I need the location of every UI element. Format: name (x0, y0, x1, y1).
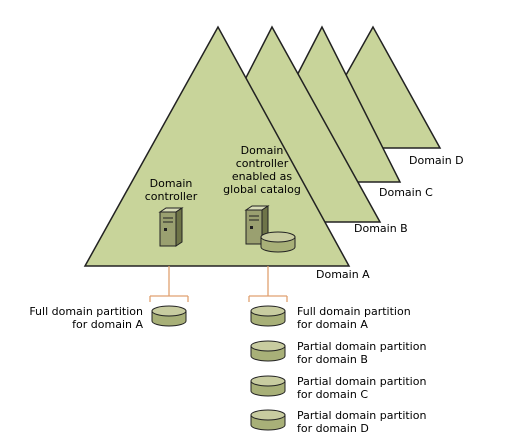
partition-b-disk-icon (250, 340, 286, 362)
partition-a-disk-icon (250, 305, 286, 327)
global-catalog-label-line1: Domain (240, 144, 284, 157)
left-partition-label: Full domain partition for domain A (0, 305, 143, 331)
global-catalog-label-line2: controller (235, 157, 289, 170)
partition-c-disk-icon (250, 375, 286, 397)
global-catalog-label-line4: global catalog (223, 183, 301, 196)
partition-label-c: Partial domain partition for domain C (297, 375, 426, 401)
partition-c-line2: for domain C (297, 388, 368, 401)
domain-controller-server-icon (158, 207, 184, 247)
partition-b-line1: Partial domain partition (297, 340, 427, 353)
left-partition-line1: Full domain partition (29, 305, 143, 318)
partition-a-line2: for domain A (297, 318, 368, 331)
domain-controller-label-line2: controller (144, 190, 198, 203)
global-catalog-disk-icon (260, 231, 296, 253)
domain-d-label: Domain D (409, 154, 464, 167)
domain-a-label: Domain A (316, 268, 370, 281)
left-partition-line2: for domain A (72, 318, 143, 331)
left-partition-disk-icon (151, 305, 187, 327)
partition-c-line1: Partial domain partition (297, 375, 427, 388)
domain-b-label: Domain B (354, 222, 408, 235)
partition-d-line1: Partial domain partition (297, 409, 427, 422)
partition-d-line2: for domain D (297, 422, 369, 435)
domain-controller-label-line1: Domain (149, 177, 193, 190)
partition-label-a: Full domain partition for domain A (297, 305, 411, 331)
global-catalog-controller-label: Domain controller enabled as global cata… (214, 144, 310, 196)
domain-controller-label: Domain controller (136, 177, 206, 203)
partition-label-b: Partial domain partition for domain B (297, 340, 426, 366)
disk-group (151, 231, 296, 431)
domain-c-label: Domain C (379, 186, 433, 199)
partition-a-line1: Full domain partition (297, 305, 411, 318)
connector-lines (149, 266, 288, 302)
partition-label-d: Partial domain partition for domain D (297, 409, 426, 435)
domain-a-triangle (83, 25, 351, 267)
partition-d-disk-icon (250, 409, 286, 431)
global-catalog-label-line3: enabled as (231, 170, 293, 183)
partition-b-line2: for domain B (297, 353, 368, 366)
